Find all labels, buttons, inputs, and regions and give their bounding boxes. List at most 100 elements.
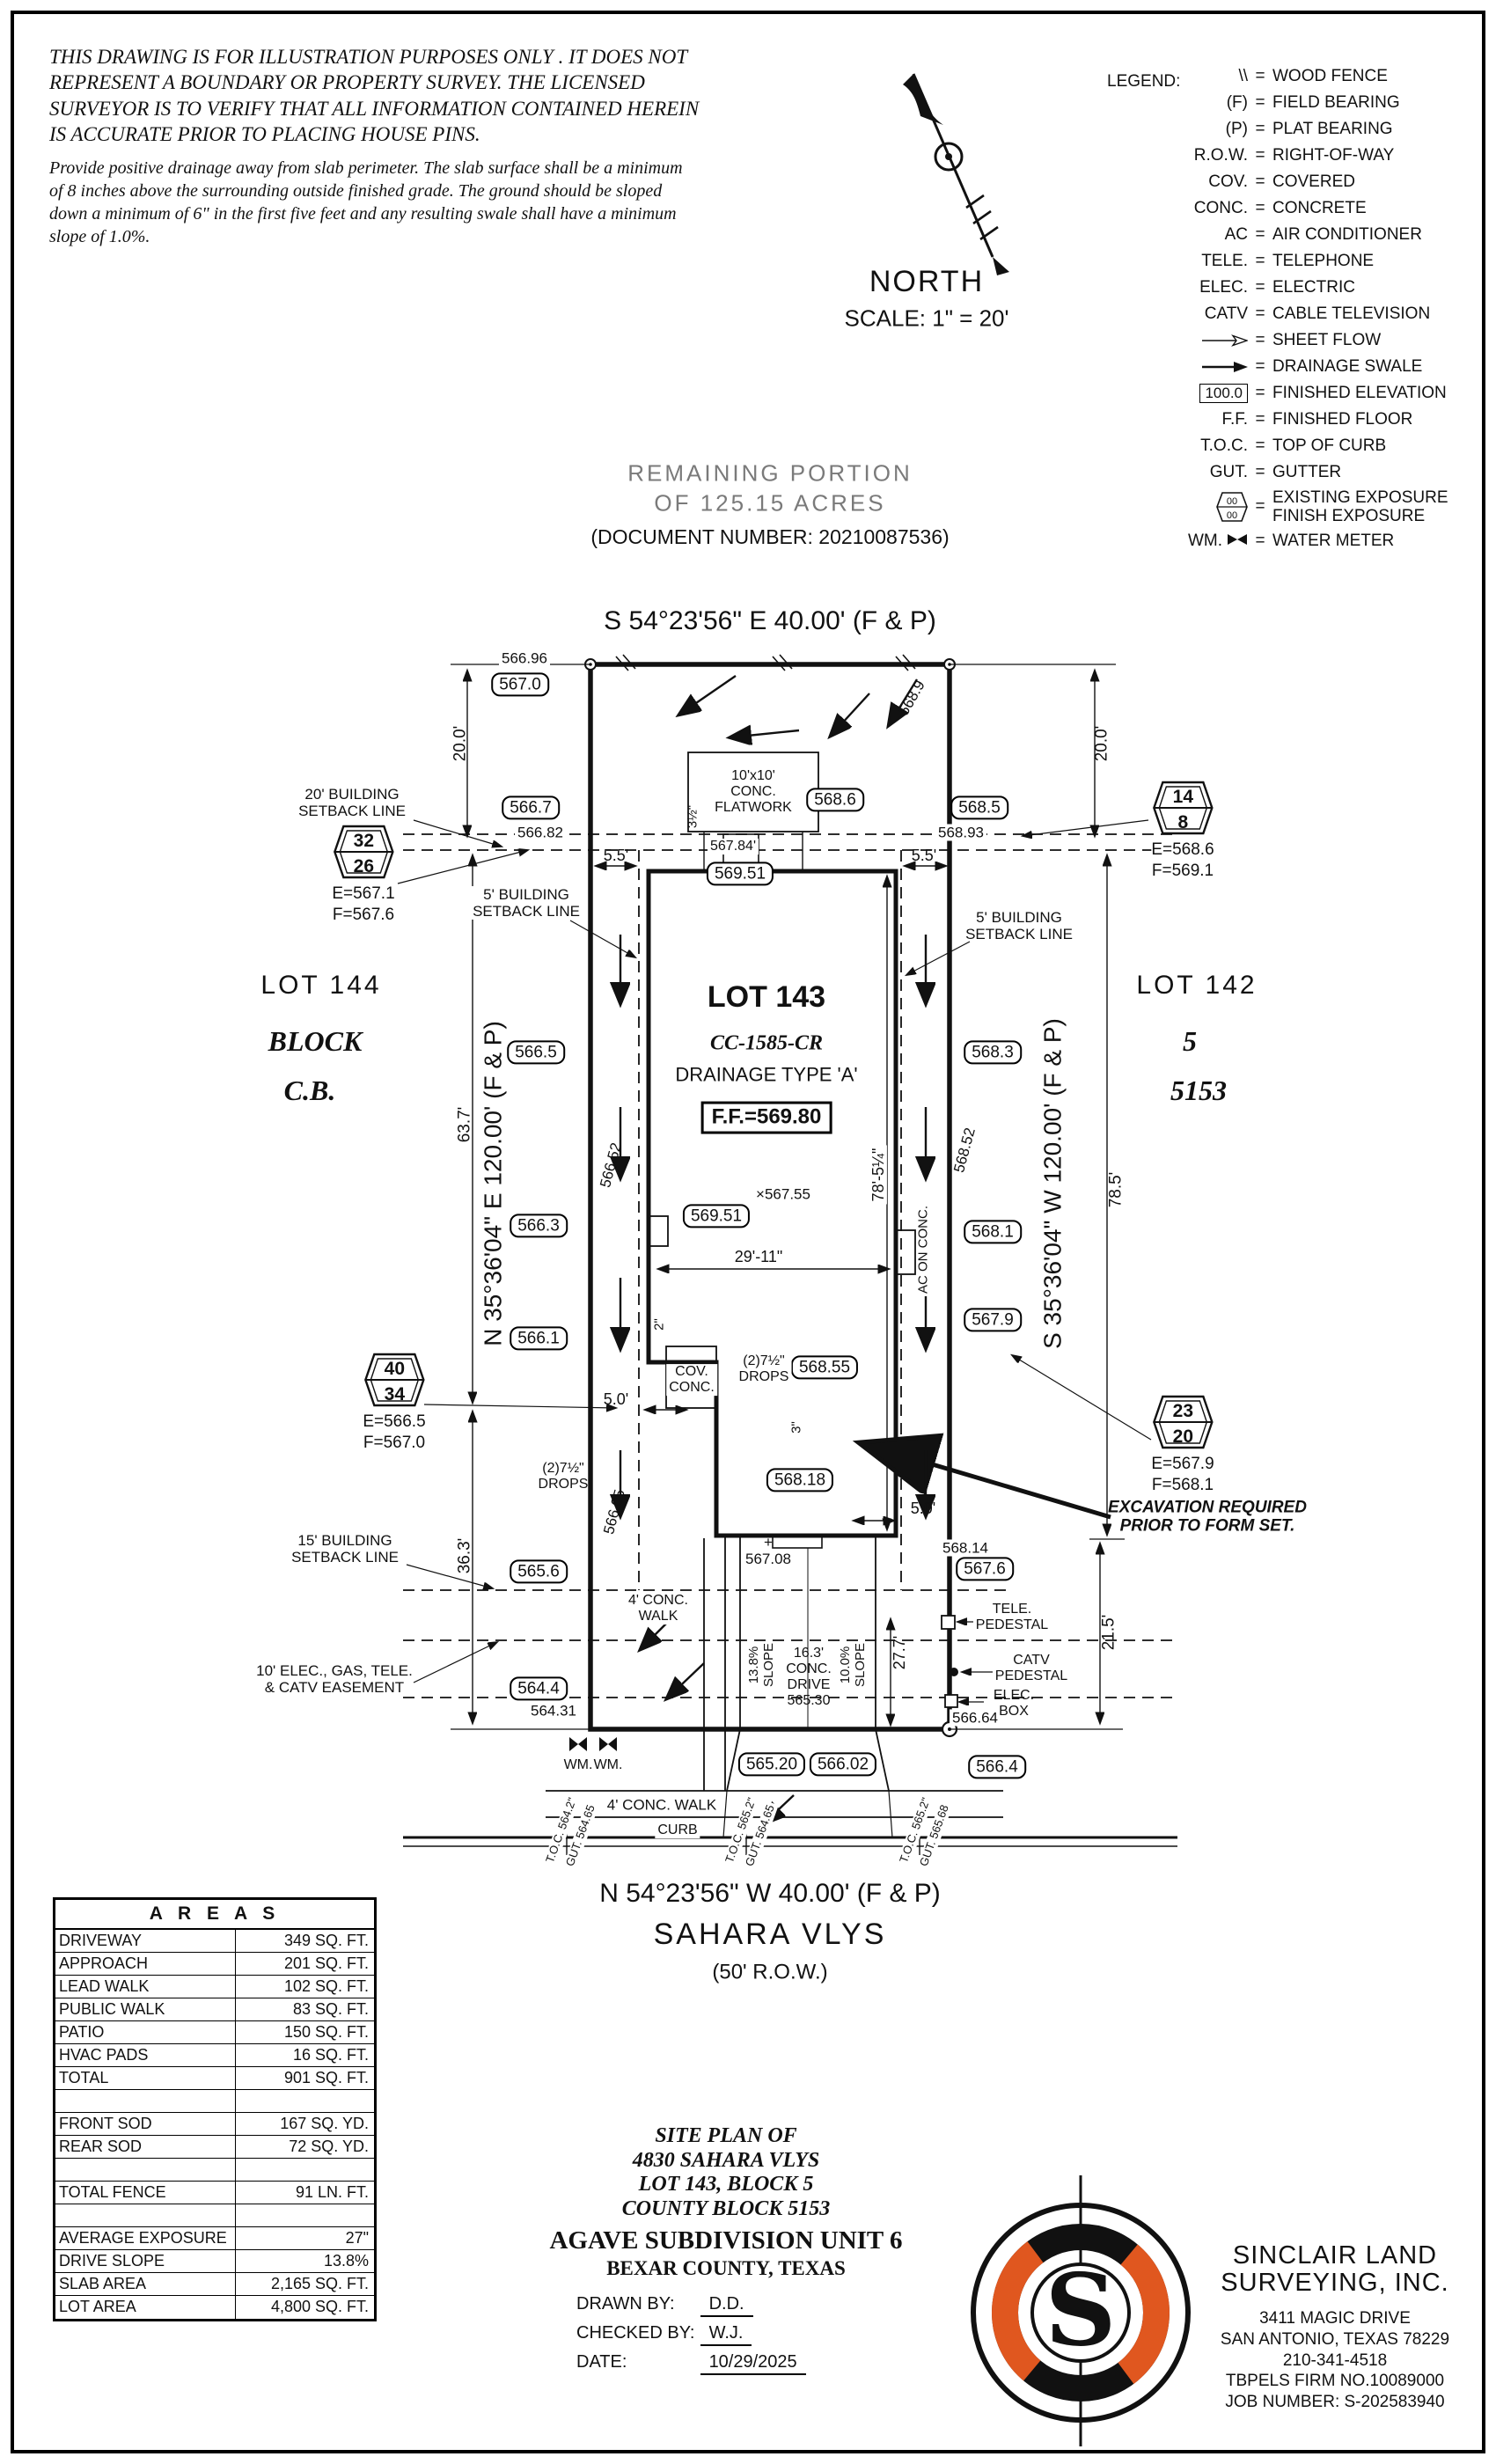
plan-label: 567.84': [708, 839, 759, 854]
legend-row: =DRAINAGE SWALE: [1105, 354, 1475, 380]
legend-equals: =: [1255, 304, 1265, 323]
legend-row: WM.=WATER METER: [1105, 528, 1475, 554]
areas-row: [55, 2204, 374, 2227]
existing-elevation: E=567.1: [332, 884, 395, 905]
legend-equals: =: [1255, 532, 1265, 550]
svg-text:00: 00: [1227, 510, 1237, 521]
legend-symbol-arrow: [1105, 334, 1248, 347]
bearing-north: S 54°23'56" E 40.00' (F & P): [604, 606, 936, 636]
existing-elevation: E=566.5: [363, 1412, 426, 1433]
plan-label: 78.5': [1106, 1171, 1126, 1208]
plan-label: ×567.55: [756, 1185, 810, 1203]
plan-label: 566.3: [510, 1214, 568, 1238]
title-line: 4830 SAHARA VLYS: [632, 2148, 820, 2172]
finish-elevation: F=569.1: [1151, 860, 1214, 882]
drawn-by-value: D.D.: [700, 2294, 753, 2318]
areas-label: REAR SOD: [55, 2136, 236, 2159]
plan-label: 5.0': [910, 1499, 936, 1517]
existing-elevation: E=568.6: [1151, 840, 1214, 861]
county-title: BEXAR COUNTY, TEXAS: [606, 2257, 846, 2280]
areas-label: DRIVEWAY: [55, 1930, 236, 1953]
checked-by-row: CHECKED BY: W.J.: [576, 2323, 832, 2347]
plan-label: 569.51: [682, 1204, 751, 1228]
areas-label: TOTAL: [55, 2067, 236, 2090]
areas-label: [55, 2090, 236, 2113]
areas-value: 83 SQ. FT.: [236, 1998, 374, 2021]
legend-row: CATV=CABLE TELEVISION: [1105, 301, 1475, 327]
company-firm: TBPELS FIRM NO.10089000: [1225, 2372, 1445, 2391]
document-number: (DOCUMENT NUMBER: 20210087536): [590, 525, 950, 549]
plan-label: + 567.08: [745, 1533, 791, 1567]
legend-desc: GUTTER: [1272, 463, 1342, 482]
disclaimer-paragraph: Provide positive drainage away from slab…: [49, 158, 683, 246]
north-label: NORTH: [869, 264, 985, 298]
plan-label: 27.7': [890, 1635, 908, 1670]
legend-desc: FINISHED FLOOR: [1272, 410, 1413, 429]
legend-equals: =: [1255, 278, 1265, 297]
checked-by-value: W.J.: [700, 2323, 752, 2347]
job-number: JOB NUMBER: S-202583940: [1225, 2393, 1445, 2412]
drawn-by-label: DRAWN BY:: [576, 2294, 675, 2314]
areas-value: 150 SQ. FT.: [236, 2021, 374, 2044]
legend-equals: =: [1255, 172, 1265, 191]
drops-note: (2)7½" DROPS: [538, 1461, 589, 1492]
legend-row: TELE.=TELEPHONE: [1105, 248, 1475, 275]
remaining-portion: REMAINING PORTION: [627, 459, 913, 487]
remaining-portion: OF 125.15 ACRES: [654, 489, 886, 517]
walk-note: 4' CONC. WALK: [626, 1593, 691, 1624]
areas-value: 4,800 SQ. FT.: [270, 2298, 369, 2315]
legend-row: AC=AIR CONDITIONER: [1105, 222, 1475, 248]
legend-row: ELEC.=ELECTRIC: [1105, 275, 1475, 301]
areas-label: TOTAL FENCE: [55, 2182, 236, 2204]
company-block: SINCLAIR LAND SURVEYING, INC. 3411 MAGIC…: [1190, 2241, 1480, 2413]
curb-note: CURB: [655, 1822, 700, 1838]
legend-symbol-text: \\: [1238, 67, 1248, 85]
legend-equals: =: [1255, 410, 1265, 429]
company-address: SAN ANTONIO, TEXAS 78229: [1220, 2329, 1450, 2349]
legend-equals: =: [1255, 67, 1265, 85]
areas-label: DRIVE SLOPE: [55, 2250, 236, 2273]
legend-desc: DRAINAGE SWALE: [1272, 357, 1423, 377]
areas-label: SLAB AREA: [55, 2273, 236, 2296]
svg-text:14: 14: [1172, 787, 1193, 807]
svg-text:34: 34: [384, 1384, 405, 1404]
walk-note: 4' CONC. WALK: [604, 1796, 720, 1814]
plan-label: 566.4: [968, 1755, 1026, 1779]
legend-row: T.O.C.=TOP OF CURB: [1105, 433, 1475, 459]
legend-symbol-text: R.O.W.: [1193, 146, 1248, 165]
plan-label: 566.96: [499, 649, 550, 667]
bearing-east: S 35°36'04" W 120.00' (F & P): [1038, 1018, 1067, 1349]
plan-label: 568.1: [964, 1220, 1022, 1244]
excavation-note: EXCAVATION REQUIRED PRIOR TO FORM SET.: [1108, 1498, 1307, 1536]
legend-desc: RIGHT-OF-WAY: [1272, 146, 1395, 165]
water-meter-label: WM.: [563, 1757, 593, 1773]
legend-equals: =: [1255, 436, 1265, 455]
finish-elevation: F=568.1: [1151, 1474, 1214, 1496]
legend-symbol-text: ELEC.: [1199, 278, 1248, 297]
street-row: (50' R.O.W.): [712, 1960, 828, 1984]
legend-row: (P)=PLAT BEARING: [1105, 116, 1475, 143]
setback-note: 15' BUILDING SETBACK LINE: [291, 1531, 399, 1566]
svg-text:8: 8: [1177, 812, 1188, 832]
svg-text:40: 40: [384, 1359, 404, 1379]
plan-label: 569.51: [706, 862, 774, 886]
setback-note: 20' BUILDING SETBACK LINE: [298, 785, 406, 819]
easement-note: 10' ELEC., GAS, TELE. & CATV EASEMENT: [256, 1661, 413, 1696]
areas-title: A R E A S: [55, 1900, 374, 1930]
legend-equals: =: [1255, 463, 1265, 481]
plan-label: 568.93: [935, 824, 986, 841]
plan-label: 566.5: [507, 1040, 565, 1065]
legend-desc: CONCRETE: [1272, 199, 1367, 218]
areas-label: PUBLIC WALK: [55, 1998, 236, 2021]
street-name: SAHARA VLYS: [653, 1917, 887, 1951]
plan-label: 3": [788, 1421, 804, 1434]
plan-id: CC-1585-CR: [709, 1031, 824, 1055]
finished-floor: F.F.=569.80: [700, 1101, 832, 1134]
